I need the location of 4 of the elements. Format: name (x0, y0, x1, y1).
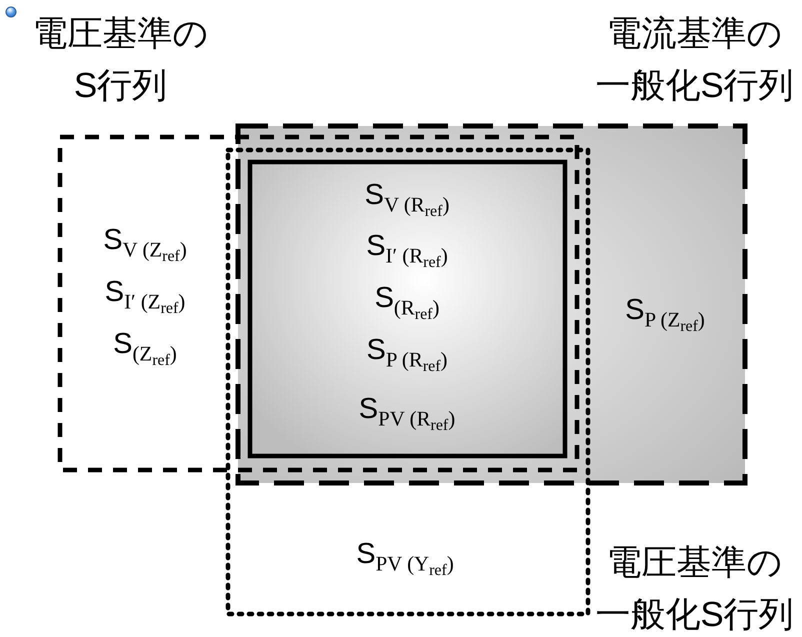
region-title: 電圧基準のS行列 (32, 13, 210, 107)
region-title: 電流基準の一般化S行列 (594, 13, 795, 107)
solid-box (250, 162, 565, 456)
region-title: 電圧基準の一般化S行列 (594, 542, 795, 636)
